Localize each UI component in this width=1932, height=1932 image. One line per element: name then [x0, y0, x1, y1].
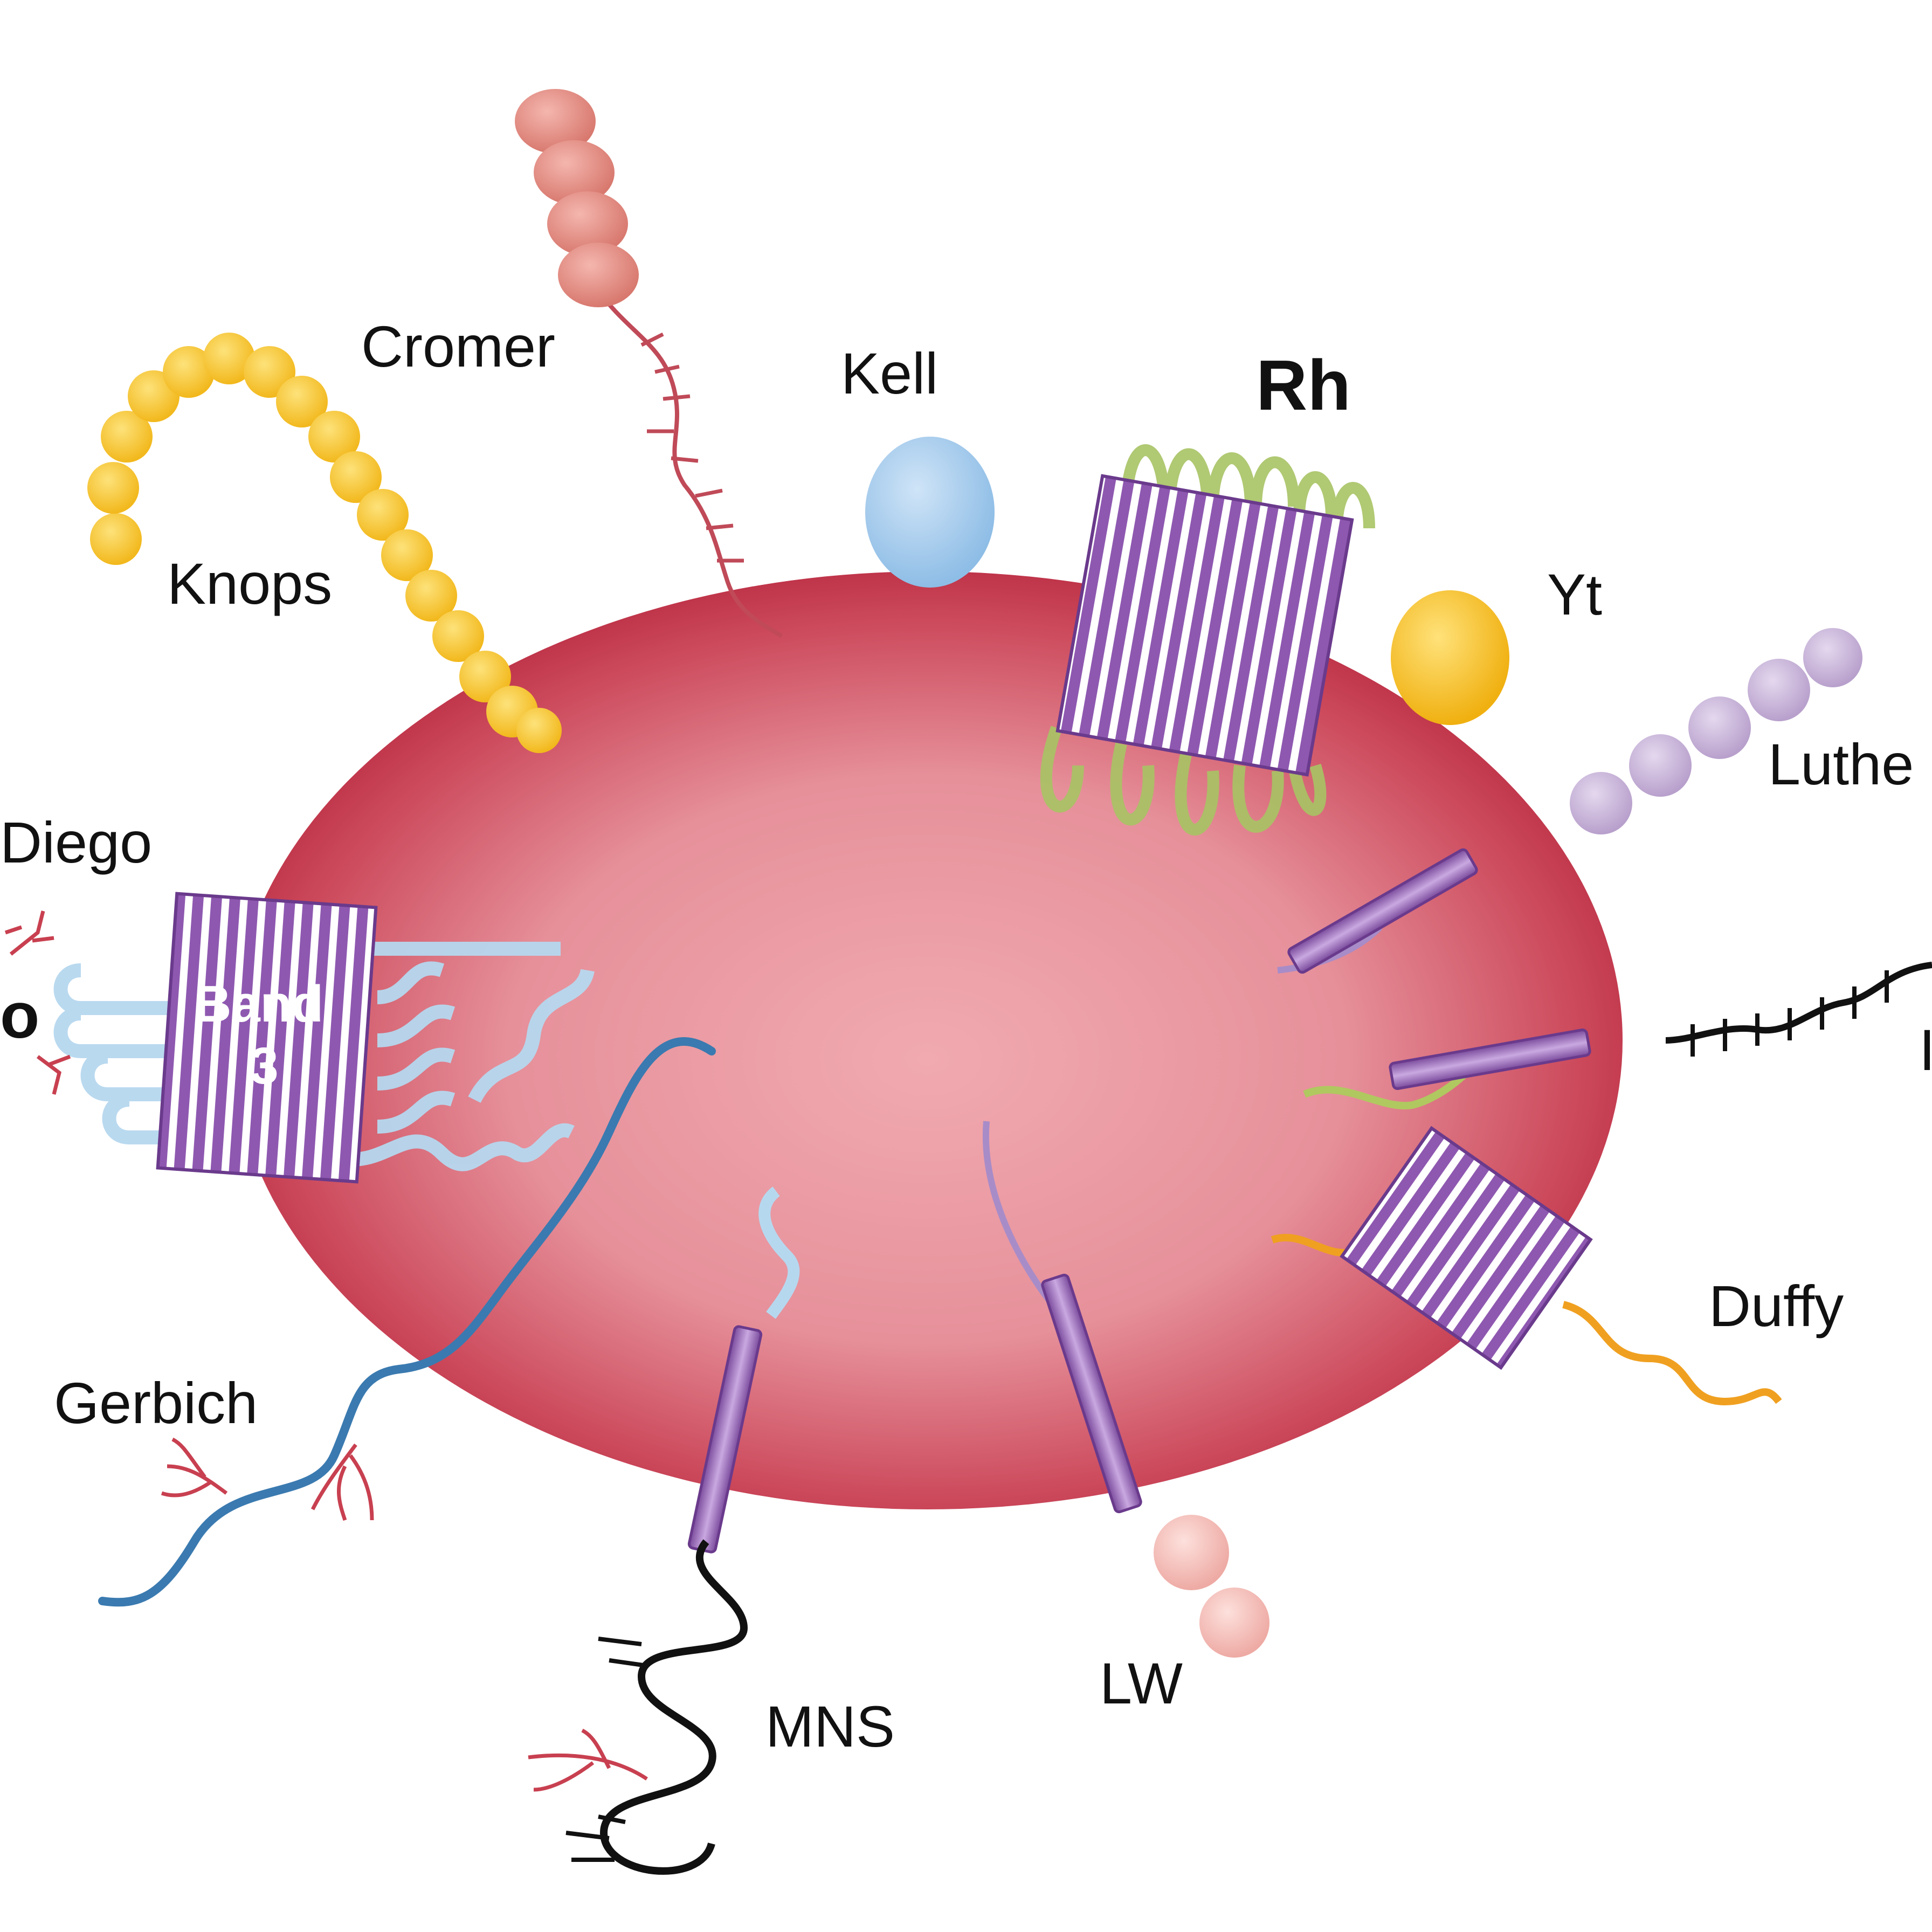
label-rh: Rh — [1256, 346, 1351, 425]
label-left-partial: o — [0, 979, 39, 1052]
kell-antigen — [865, 437, 995, 588]
band3-label-line1: Band — [194, 975, 323, 1033]
label-mns: MNS — [765, 1694, 895, 1759]
label-yt: Yt — [1547, 562, 1602, 627]
red-cell-membrane — [232, 571, 1623, 1509]
label-lw: LW — [1100, 1651, 1183, 1716]
band3-label-line2: 3 — [250, 1037, 278, 1095]
label-diego: Diego — [0, 810, 152, 875]
knops-antigen — [87, 333, 562, 753]
label-knops: Knops — [167, 551, 332, 616]
gerbich-antigen — [98, 1037, 716, 1607]
yt-antigen — [1391, 590, 1509, 725]
rh-antigen — [1040, 444, 1375, 836]
lw-antigen — [983, 1121, 1269, 1658]
diego-band3-antigen: Band 3 — [4, 892, 595, 1184]
label-right-partial: I — [1919, 1017, 1932, 1082]
label-gerbich: Gerbich — [54, 1370, 258, 1436]
label-kell: Kell — [841, 341, 938, 406]
right-black-antigen — [1303, 962, 1932, 1110]
mns-antigen — [528, 1186, 800, 1875]
label-duffy: Duffy — [1709, 1273, 1844, 1338]
duffy-antigen — [1271, 1126, 1782, 1406]
label-lutheran: Luthe — [1768, 732, 1914, 797]
label-cromer: Cromer — [361, 314, 555, 379]
lutheran-antigen — [1277, 628, 1862, 974]
cromer-antigen — [515, 89, 783, 638]
